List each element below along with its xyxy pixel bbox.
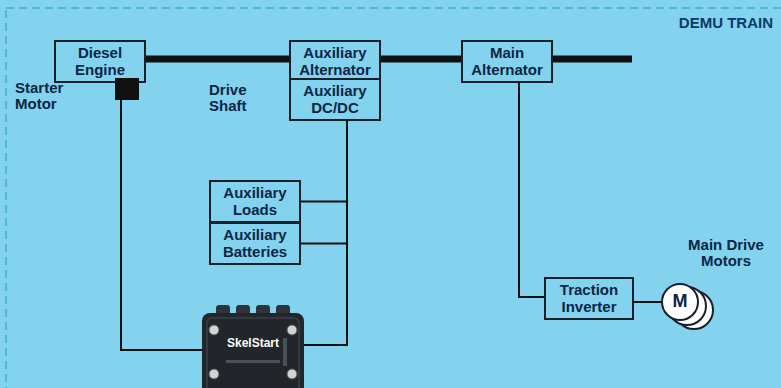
motor-symbol: M	[673, 292, 688, 311]
alternator-box: Main Alternator	[461, 40, 553, 83]
wire	[634, 301, 661, 303]
wire	[304, 121, 347, 345]
node-label: Auxiliary Batteries	[215, 227, 295, 259]
node-label: Auxiliary DC/DC	[295, 83, 375, 115]
node-label: Traction Inverter	[550, 282, 628, 314]
starter-motor: Starter Motor	[115, 78, 139, 100]
drive-shaft	[381, 56, 461, 63]
node-label: Diesel Engine	[60, 45, 140, 77]
wire	[519, 83, 544, 297]
node-label: Auxiliary Alternator	[295, 45, 375, 77]
train-boundary	[6, 8, 781, 388]
skelstart-module: SkelStart	[202, 313, 304, 388]
node-label: SkelStart	[227, 337, 279, 350]
node-heading: Starter Motor	[15, 80, 91, 112]
drive-shaft	[146, 56, 289, 63]
node-label: Auxiliary Loads	[215, 185, 295, 217]
load-box: Auxiliary Loads	[209, 180, 301, 223]
alternator-box: Auxiliary Alternator	[289, 40, 381, 83]
wire	[121, 100, 202, 350]
node-heading: Main Drive Motors	[677, 237, 775, 269]
node-label: Main Alternator	[467, 45, 547, 77]
motor-circle: Main Drive MotorsM	[661, 283, 699, 321]
skelstart-module	[202, 305, 304, 388]
shaft-stub	[550, 56, 632, 63]
inverter-box: Traction Inverter	[544, 277, 634, 320]
edge-label: Drive Shaft	[209, 82, 269, 114]
diagram-title: DEMU TRAIN	[679, 14, 773, 31]
engine-box: Diesel Engine	[54, 40, 146, 83]
battery-box: Auxiliary Batteries	[209, 222, 301, 265]
wire	[301, 121, 347, 244]
converter-box: Auxiliary DC/DC	[289, 78, 381, 121]
wire	[301, 121, 347, 202]
